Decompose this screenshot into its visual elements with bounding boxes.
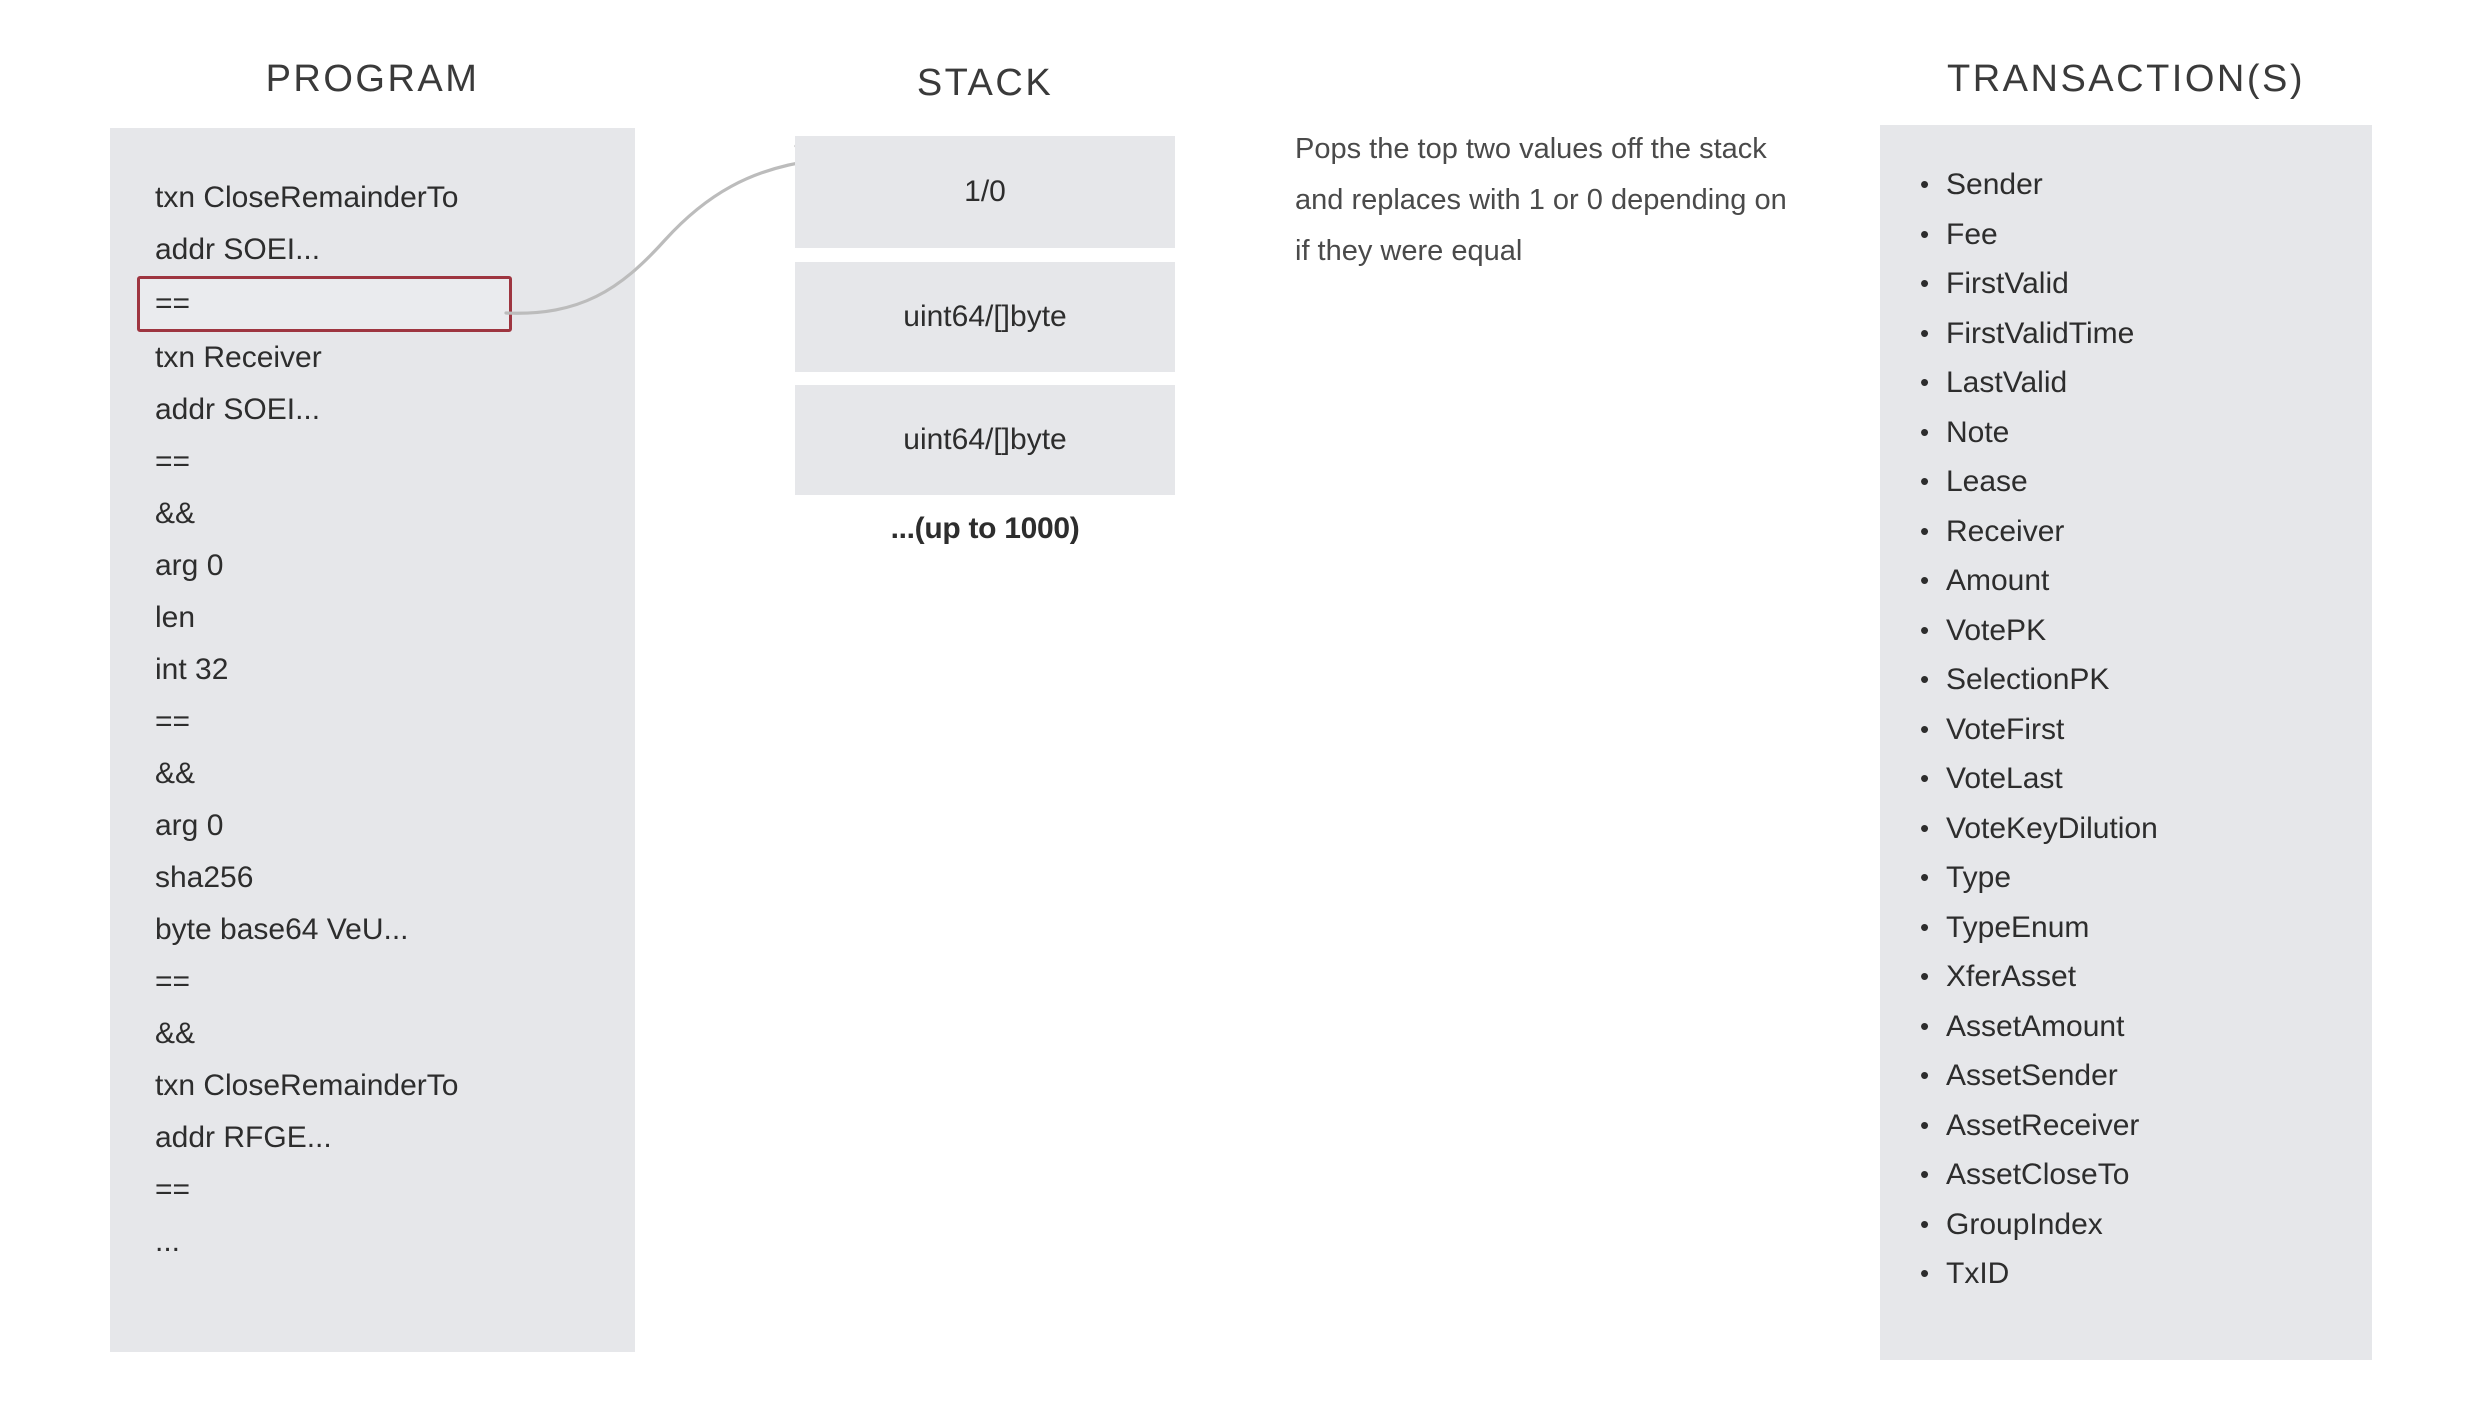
program-panel <box>110 128 635 1352</box>
stack-cell-third: uint64/[]byte <box>795 385 1175 495</box>
program-line: == <box>155 445 191 478</box>
transaction-column-heading: TRANSACTION(S) <box>1947 58 2305 100</box>
transaction-field-list: SenderFeeFirstValidFirstValidTimeLastVal… <box>1920 160 2360 1299</box>
transaction-field-item: Fee <box>1920 210 2360 260</box>
program-line: arg 0 <box>155 809 224 842</box>
program-line: len <box>155 601 196 634</box>
transaction-field-item: Amount <box>1920 556 2360 606</box>
transaction-field-item: Sender <box>1920 160 2360 210</box>
transaction-field-item: Note <box>1920 408 2360 458</box>
program-line: addr SOEI... <box>155 393 321 426</box>
stack-cell-label: uint64/[]byte <box>903 423 1067 456</box>
stack-cell-label: uint64/[]byte <box>903 300 1067 333</box>
transaction-field-item: LastValid <box>1920 358 2360 408</box>
transaction-field-item: FirstValid <box>1920 259 2360 309</box>
program-line: == <box>155 705 191 738</box>
program-line: int 32 <box>155 653 229 686</box>
transaction-field-item: FirstValidTime <box>1920 309 2360 359</box>
transaction-field-item: AssetReceiver <box>1920 1101 2360 1151</box>
program-line: arg 0 <box>155 549 224 582</box>
program-line: txn CloseRemainderTo <box>155 1069 459 1102</box>
program-column-heading: PROGRAM <box>265 58 480 100</box>
stack-cell-label: 1/0 <box>964 175 1006 208</box>
program-line: == <box>155 1173 191 1206</box>
stack-cell-top: 1/0 <box>795 136 1175 248</box>
opcode-description-text: Pops the top two values off the stack an… <box>1295 133 1787 267</box>
program-line: && <box>155 497 196 530</box>
transaction-field-item: VoteKeyDilution <box>1920 804 2360 854</box>
stack-capacity-footnote: ...(up to 1000) <box>890 512 1080 545</box>
program-line: txn CloseRemainderTo <box>155 181 459 214</box>
program-line: sha256 <box>155 861 254 894</box>
transaction-field-item: VoteFirst <box>1920 705 2360 755</box>
transaction-field-item: SelectionPK <box>1920 655 2360 705</box>
transaction-field-item: AssetAmount <box>1920 1002 2360 1052</box>
program-line: ... <box>155 1225 181 1258</box>
transaction-field-item: TxID <box>1920 1249 2360 1299</box>
transaction-field-item: GroupIndex <box>1920 1200 2360 1250</box>
transaction-field-item: VotePK <box>1920 606 2360 656</box>
transaction-field-item: VoteLast <box>1920 754 2360 804</box>
transaction-field-item: Lease <box>1920 457 2360 507</box>
transaction-field-item: TypeEnum <box>1920 903 2360 953</box>
program-line: addr RFGE... <box>155 1121 332 1154</box>
program-line-highlighted: == <box>137 276 512 332</box>
program-line: && <box>155 1017 196 1050</box>
program-line: txn Receiver <box>155 341 322 374</box>
transaction-field-item: AssetSender <box>1920 1051 2360 1101</box>
stack-column-heading: STACK <box>916 62 1054 104</box>
transaction-field-item: AssetCloseTo <box>1920 1150 2360 1200</box>
program-line: && <box>155 757 196 790</box>
program-line: byte base64 VeU... <box>155 913 409 946</box>
program-instruction-list: txn CloseRemainderTo addr SOEI... == txn Re… <box>137 172 625 1268</box>
stack-cell-second: uint64/[]byte <box>795 262 1175 372</box>
program-line: addr SOEI... <box>155 233 321 266</box>
transaction-field-item: Receiver <box>1920 507 2360 557</box>
transaction-field-item: Type <box>1920 853 2360 903</box>
program-line: == <box>155 965 191 998</box>
transaction-field-item: XferAsset <box>1920 952 2360 1002</box>
